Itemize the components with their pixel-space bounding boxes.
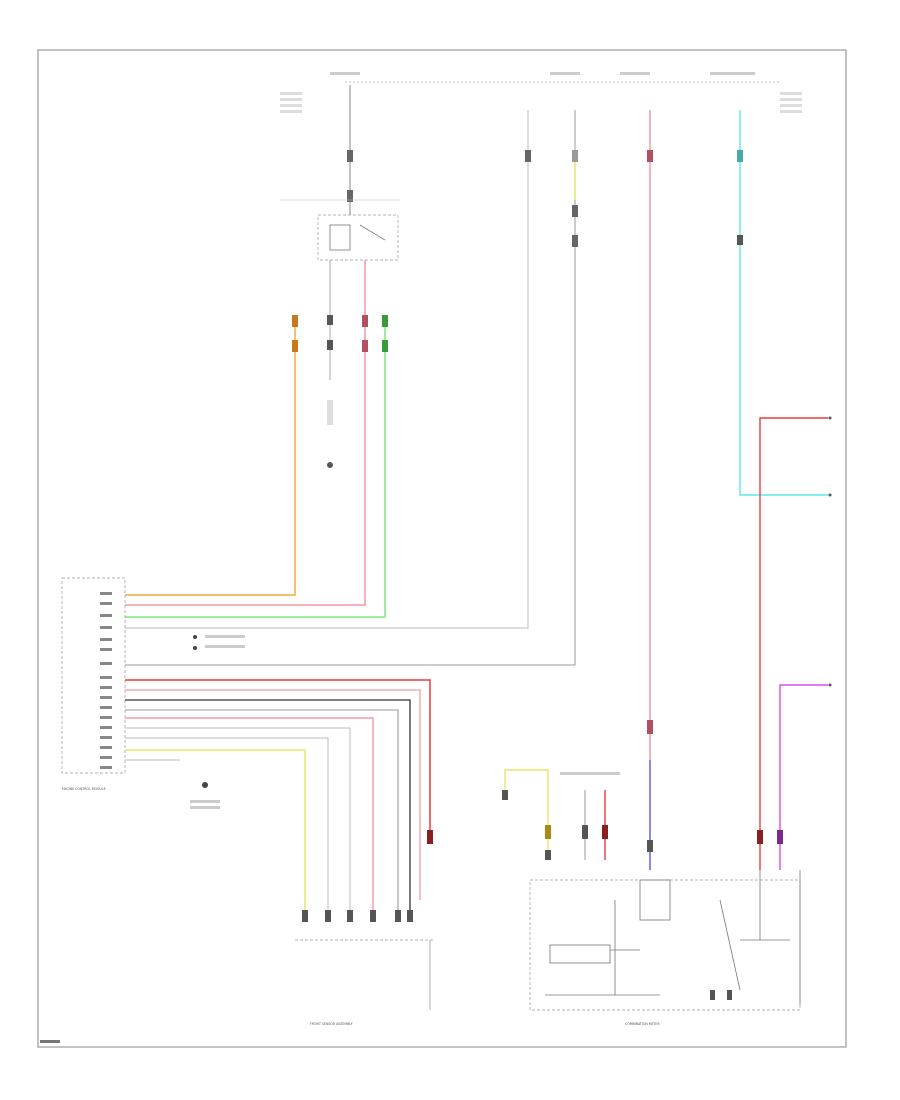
wire-pink-2 [125, 717, 374, 910]
front-sensor-label: FRONT SENSOR ASSEMBLY [310, 1022, 353, 1026]
ecm-caption: ENGINE CONTROL MODULE [62, 787, 106, 791]
wire-violet [779, 684, 828, 870]
ecm-pin-labels [100, 592, 112, 769]
wire-red-right [759, 417, 828, 870]
wire-cyan [739, 110, 828, 496]
wire-light-green [125, 315, 386, 618]
wire-pink [125, 260, 366, 606]
relay-box [317, 214, 399, 261]
wire-gray-2 [125, 727, 351, 910]
page-number-mark [40, 1040, 60, 1043]
ecm-block [61, 577, 126, 774]
wire-yellow-2 [504, 769, 549, 860]
front-sensor-connectors [302, 830, 433, 922]
wire-white-1 [125, 110, 529, 629]
wire-gray-3 [125, 737, 329, 910]
wire-yellow [125, 749, 306, 910]
wire-orange [125, 315, 296, 596]
wire-dark-1 [125, 699, 411, 910]
top-labels [280, 72, 802, 113]
wire-red-2 [125, 689, 421, 900]
combination-meter-label: COMBINATION METER [625, 1022, 660, 1026]
diagram-border [37, 49, 847, 1048]
wire-gray-1 [125, 709, 399, 910]
wire-red-1 [125, 679, 431, 830]
wire-col2-top [125, 110, 576, 666]
